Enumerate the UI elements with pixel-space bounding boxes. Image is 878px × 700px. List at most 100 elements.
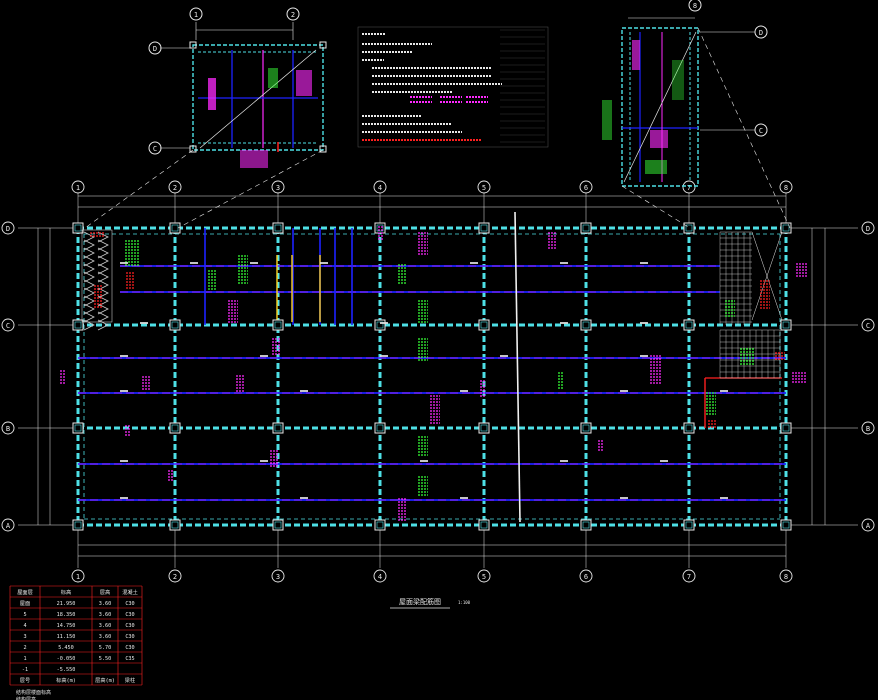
axis-bubble-col bbox=[168, 180, 182, 194]
inset-left-col-2-label: 2 bbox=[291, 11, 295, 19]
axis-bubble-col bbox=[71, 180, 85, 194]
design-notes-block bbox=[357, 26, 549, 148]
table-cell: 11.150 bbox=[57, 634, 76, 640]
table-header-cell: 屋面层 bbox=[17, 589, 33, 596]
column bbox=[169, 222, 181, 234]
axis-label-col: 7 bbox=[687, 184, 691, 192]
table-cell: 层号 bbox=[20, 677, 30, 684]
axis-bubble-col bbox=[579, 569, 593, 583]
beam-label bbox=[548, 232, 556, 249]
axis-bubble-col bbox=[271, 180, 285, 194]
beam-label bbox=[94, 285, 102, 308]
table-cell: 3 bbox=[23, 634, 26, 640]
axis-bubble-row bbox=[1, 421, 15, 435]
expansion-joint bbox=[514, 211, 521, 523]
span-tag bbox=[560, 262, 568, 264]
span-tag bbox=[300, 497, 308, 499]
column bbox=[169, 519, 181, 531]
span-tag bbox=[500, 355, 508, 357]
beam-label bbox=[418, 232, 428, 255]
beam-label bbox=[418, 338, 428, 361]
plan-title-block: 屋面梁配筋图 1:100 bbox=[390, 597, 471, 609]
column bbox=[683, 519, 695, 531]
inset-left-row-bubble-d bbox=[148, 41, 162, 55]
axis-label-col: 6 bbox=[584, 573, 588, 581]
beam-label bbox=[125, 425, 131, 436]
column bbox=[374, 422, 386, 434]
beam-label bbox=[760, 280, 770, 309]
table-cell: 3.60 bbox=[99, 601, 112, 607]
inset-right-row-bubble-c bbox=[754, 123, 768, 137]
beam-label bbox=[480, 380, 486, 397]
axis-bubble-row bbox=[1, 518, 15, 532]
inset-left-row-d-label: D bbox=[153, 45, 157, 53]
beam-label bbox=[598, 440, 604, 451]
column bbox=[169, 319, 181, 331]
axis-label-col: 1 bbox=[76, 184, 80, 192]
span-tag bbox=[660, 460, 668, 462]
span-tag bbox=[120, 390, 128, 392]
beam-label bbox=[418, 300, 428, 323]
axis-label-col: 4 bbox=[378, 184, 382, 192]
beam-annotations bbox=[60, 226, 808, 521]
span-tag bbox=[260, 355, 268, 357]
beam-label bbox=[775, 352, 785, 360]
axis-bubble-row bbox=[861, 221, 875, 235]
axis-label-col: 5 bbox=[482, 573, 486, 581]
beam-label bbox=[126, 272, 134, 289]
axis-bubble-col bbox=[477, 180, 491, 194]
axis-label-col: 4 bbox=[378, 573, 382, 581]
beam-label bbox=[796, 263, 808, 277]
beam-label bbox=[740, 348, 754, 365]
span-tag bbox=[380, 322, 388, 324]
beam-label bbox=[706, 392, 716, 415]
axis-bubble-col bbox=[779, 180, 793, 194]
plan-title: 屋面梁配筋图 bbox=[399, 597, 441, 606]
beam-label bbox=[792, 372, 806, 383]
plan-scale: 1:100 bbox=[458, 600, 471, 605]
span-tag bbox=[560, 460, 568, 462]
beam-label bbox=[272, 338, 280, 355]
span-tag bbox=[620, 390, 628, 392]
span-tag bbox=[300, 390, 308, 392]
table-cell: -1 bbox=[22, 667, 28, 673]
inset-left-row-c-label: C bbox=[153, 145, 157, 153]
axis-bubble-col bbox=[373, 569, 387, 583]
axis-label-row: B bbox=[866, 425, 870, 433]
axis-label-col: 3 bbox=[276, 184, 280, 192]
table-cell: 5.50 bbox=[99, 656, 112, 662]
inset-left-col-bubble-1 bbox=[189, 7, 203, 21]
axis-label-row: A bbox=[866, 522, 871, 530]
dimension-lines bbox=[18, 188, 858, 568]
beam-label bbox=[142, 376, 150, 390]
axis-label-col: 2 bbox=[173, 573, 177, 581]
column bbox=[272, 222, 284, 234]
column-markers bbox=[72, 222, 792, 531]
column bbox=[272, 422, 284, 434]
column bbox=[169, 422, 181, 434]
column bbox=[580, 319, 592, 331]
plan-grid-lines bbox=[76, 226, 788, 527]
axis-bubble-row bbox=[861, 318, 875, 332]
span-tag bbox=[560, 322, 568, 324]
inset-right-row-bubble-d bbox=[754, 25, 768, 39]
beam-label bbox=[725, 300, 735, 317]
column bbox=[478, 222, 490, 234]
table-cell: 标高(m) bbox=[56, 676, 76, 684]
table-cell: -0.050 bbox=[57, 656, 76, 662]
detail-inset-left[interactable]: 1 2 D C bbox=[148, 7, 327, 168]
beam-label bbox=[228, 300, 238, 323]
detail-inset-right[interactable]: 8 D C bbox=[602, 0, 768, 187]
inset-right-col-bubble-8 bbox=[688, 0, 702, 12]
span-tag bbox=[640, 262, 648, 264]
column bbox=[780, 222, 792, 234]
stair-mesh-right bbox=[719, 231, 783, 379]
beam-label bbox=[708, 420, 716, 428]
span-tag bbox=[380, 355, 388, 357]
table-cell: -5.550 bbox=[57, 667, 76, 673]
span-tag bbox=[260, 460, 268, 462]
table-cell: 层高(m) bbox=[95, 676, 115, 684]
